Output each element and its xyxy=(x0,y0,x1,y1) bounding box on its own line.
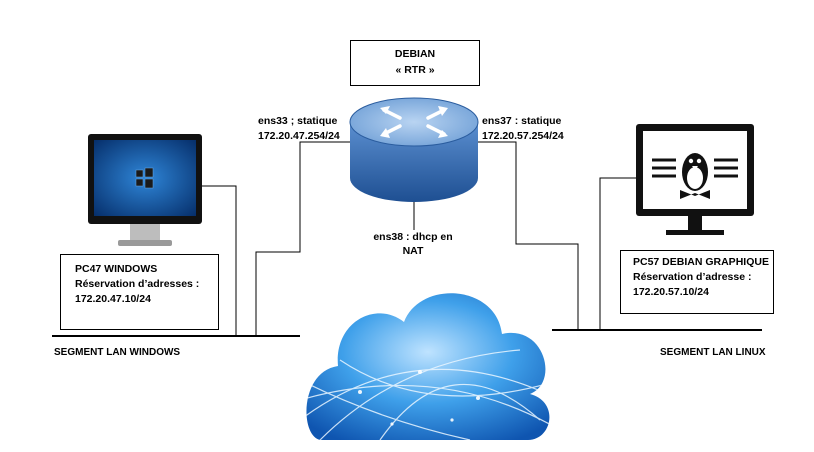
cloud-icon xyxy=(306,293,550,440)
pc-linux-name: PC57 DEBIAN GRAPHIQUE xyxy=(633,256,769,268)
pc-linux-reservation: Réservation d’adresse : xyxy=(633,271,752,283)
router-label-box: DEBIAN « RTR » xyxy=(350,40,480,86)
pc-windows-reservation: Réservation d’adresses : xyxy=(75,278,200,290)
connection-lines xyxy=(52,141,762,337)
pc-linux-ip: 172.20.57.10/24 xyxy=(633,286,709,298)
iface-bottom-line1: ens38 : dhcp en xyxy=(373,231,453,243)
linux-monitor-icon xyxy=(636,124,754,235)
pc-windows-box: PC47 WINDOWS Réservation d’adresses : 17… xyxy=(60,254,219,330)
iface-left-ip: 172.20.47.254/24 xyxy=(258,130,340,142)
iface-right-name: ens37 : statique xyxy=(482,115,562,127)
segment-windows-label: SEGMENT LAN WINDOWS xyxy=(54,347,181,358)
router-icon xyxy=(349,97,479,202)
iface-left-name: ens33 ; statique xyxy=(258,115,338,127)
pc-linux-box: PC57 DEBIAN GRAPHIQUE Réservation d’adre… xyxy=(620,250,774,314)
pc-windows-ip: 172.20.47.10/24 xyxy=(75,293,151,305)
segment-linux-label: SEGMENT LAN LINUX xyxy=(660,347,766,358)
pc-windows-name: PC47 WINDOWS xyxy=(75,263,158,275)
router-subtitle: « RTR » xyxy=(395,64,435,76)
router-name: DEBIAN xyxy=(394,48,436,60)
iface-right-ip: 172.20.57.254/24 xyxy=(482,130,564,142)
windows-monitor-icon xyxy=(88,134,202,246)
iface-bottom-line2: NAT xyxy=(402,245,424,257)
